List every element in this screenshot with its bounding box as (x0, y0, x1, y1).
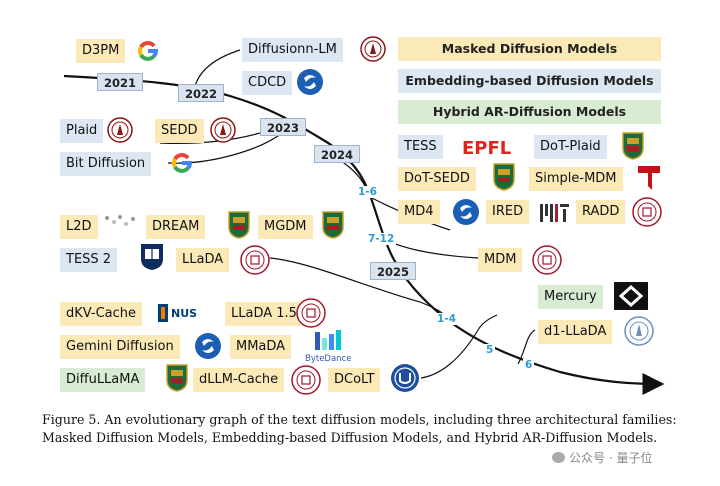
model-radd: RADD (576, 200, 626, 224)
figure-caption: Figure 5. An evolutionary graph of the t… (42, 412, 677, 445)
model-bit-diffusion: Bit Diffusion (60, 152, 152, 176)
red-brand-logo-icon (638, 166, 660, 190)
model-gemini-diffusion: Gemini Diffusion (60, 335, 180, 359)
model-d1-llada: d1-LLaDA (538, 320, 613, 344)
svg-text:EPFL: EPFL (462, 138, 511, 158)
university-seal-icon (296, 298, 326, 328)
legend-embedding: Embedding-based Diffusion Models (398, 69, 661, 93)
hku-shield-icon (322, 211, 344, 239)
model-l2d: L2D (60, 215, 98, 239)
model-sedd: SEDD (155, 119, 204, 143)
model-llada-1-5: LLaDA 1.5 (225, 302, 303, 326)
model-diffullama: DiffuLLaMA (60, 368, 146, 392)
model-mdm: MDM (478, 248, 523, 272)
model-mmada: MMaDA (230, 335, 292, 359)
month-label: 5 (484, 344, 496, 356)
hku-shield-icon (622, 132, 644, 160)
dots-logo-icon (105, 215, 135, 226)
model-md4: MD4 (398, 200, 440, 224)
legend-hybrid: Hybrid AR-Diffusion Models (398, 100, 661, 124)
year-2023: 2023 (260, 118, 307, 136)
model-llada: LLaDA (176, 248, 230, 272)
model-simple-mdm: Simple-MDM (529, 167, 623, 191)
hku-shield-icon (493, 163, 515, 191)
svg-text:NUS: NUS (171, 307, 197, 320)
month-label: 1-6 (356, 186, 379, 198)
model-dream: DREAM (146, 215, 206, 239)
bytedance-logo-icon: ByteDance (305, 330, 351, 364)
year-2022: 2022 (178, 84, 225, 102)
university-seal-icon (391, 364, 419, 392)
model-docolt: DCoLT (328, 368, 381, 392)
stanford-seal-icon (210, 117, 236, 143)
legend-masked: Masked Diffusion Models (398, 37, 661, 61)
google-logo-icon (171, 152, 193, 173)
wechat-icon (552, 452, 565, 463)
mit-logo-icon (540, 204, 569, 222)
year-2024: 2024 (314, 145, 361, 163)
university-seal-icon (240, 245, 270, 275)
deepmind-logo-icon (297, 69, 323, 95)
model-plaid: Plaid (60, 119, 104, 143)
deepmind-logo-icon (453, 199, 479, 225)
timeline-path (63, 74, 665, 395)
university-shield-icon (141, 244, 163, 270)
month-label: 6 (523, 359, 535, 371)
watermark: 公众号 · 量子位 (552, 449, 652, 466)
hku-shield-icon (228, 211, 250, 239)
university-seal-icon (291, 365, 321, 395)
epfl-logo-icon: EPFL (462, 138, 511, 158)
inception-logo-icon (614, 282, 648, 310)
model-d3pm: D3PM (76, 39, 126, 63)
university-seal-icon (632, 197, 662, 227)
model-tess: TESS (398, 135, 443, 159)
university-seal-icon (532, 245, 562, 275)
model-dot-plaid: DoT-Plaid (534, 135, 607, 159)
month-label: 1-4 (435, 313, 458, 325)
year-2021: 2021 (97, 73, 144, 91)
model-cdcd: CDCD (242, 71, 293, 95)
watermark-text: 公众号 · 量子位 (569, 451, 653, 465)
model-dllm-cache: dLLM-Cache (193, 368, 285, 392)
deepmind-logo-icon (195, 333, 221, 359)
model-tess2: TESS 2 (60, 248, 118, 272)
model-dot-sedd: DoT-SEDD (398, 167, 476, 191)
year-2025: 2025 (370, 262, 417, 280)
model-mgdm: MGDM (258, 215, 313, 239)
university-seal-icon (624, 316, 654, 346)
model-diffusionn-lm: Diffusionn-LM (242, 38, 343, 62)
svg-text:ByteDance: ByteDance (305, 354, 351, 364)
stanford-seal-icon (360, 36, 386, 62)
google-logo-icon (137, 40, 159, 61)
month-label: 7-12 (366, 233, 397, 245)
nus-logo-icon: NUS (158, 304, 197, 322)
hku-shield-icon (166, 364, 188, 392)
stanford-seal-icon (107, 117, 133, 143)
model-dkv-cache: dKV-Cache (60, 302, 143, 326)
model-ired: IRED (486, 200, 530, 224)
model-mercury: Mercury (538, 285, 603, 309)
